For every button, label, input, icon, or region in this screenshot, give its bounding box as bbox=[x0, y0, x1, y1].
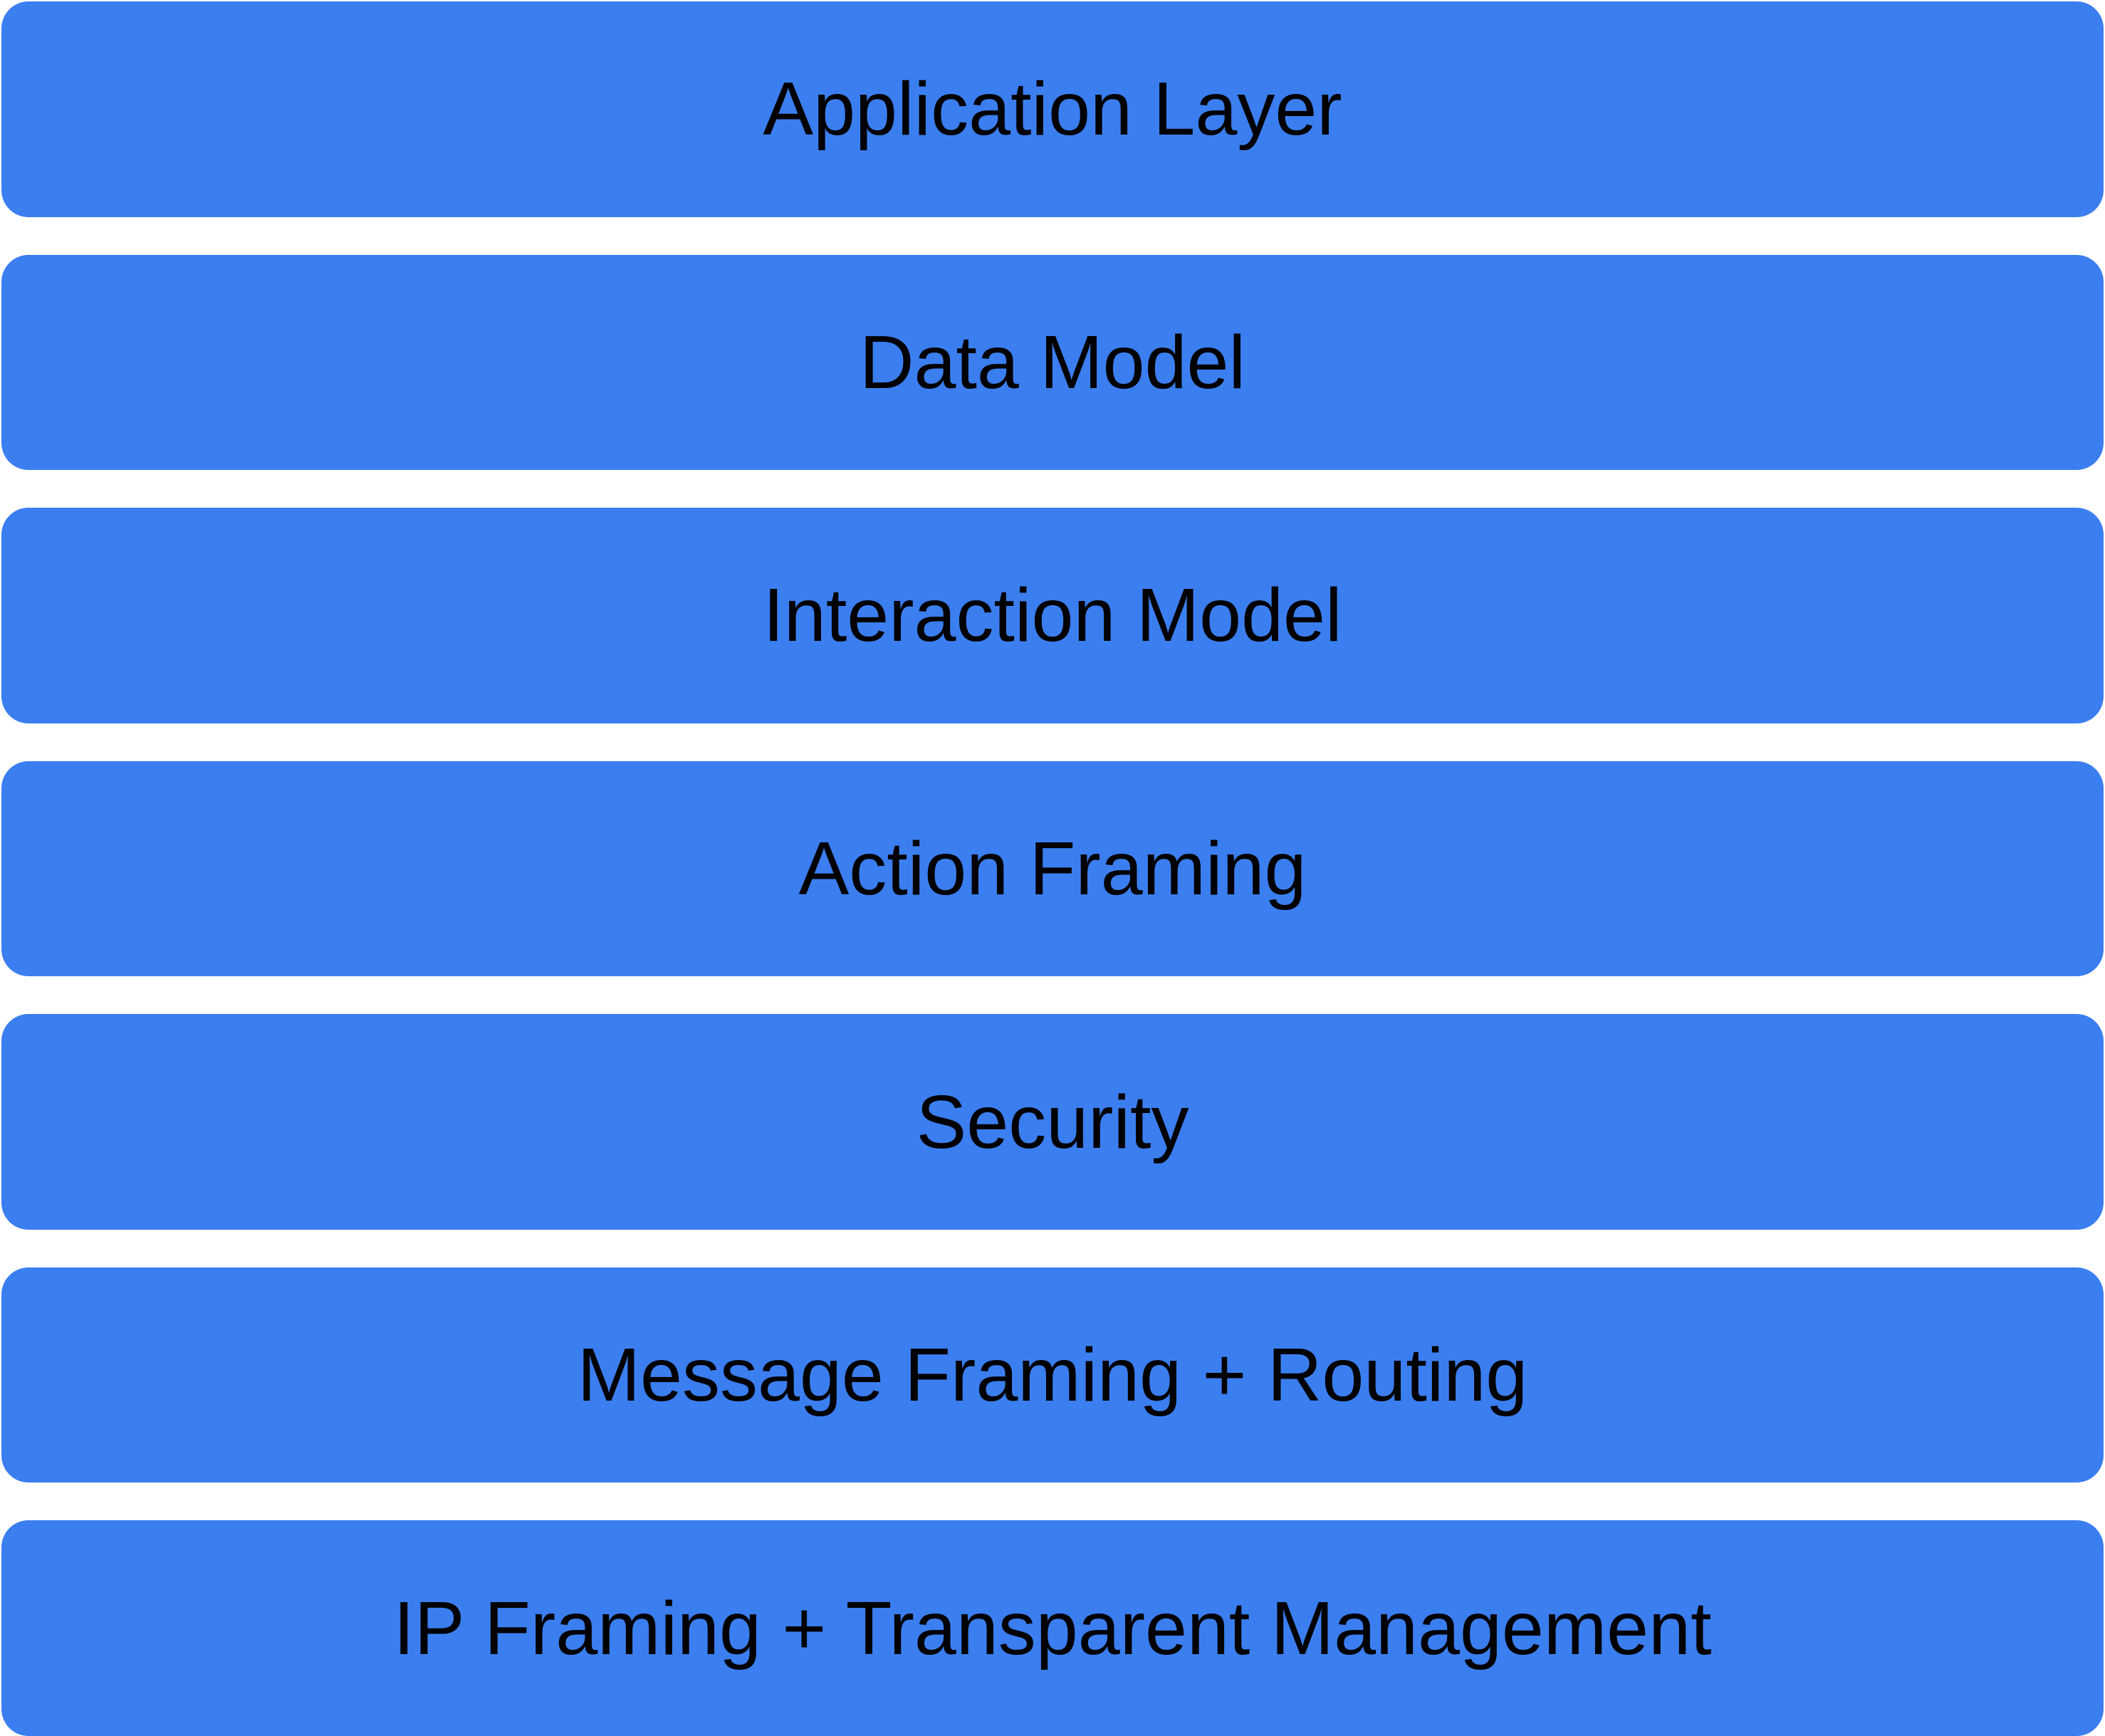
layer-block-data-model: Data Model bbox=[1, 254, 2104, 471]
layer-label: Application Layer bbox=[763, 67, 1342, 152]
layer-block-interaction-model: Interaction Model bbox=[1, 508, 2104, 723]
layer-block-action-framing: Action Framing bbox=[1, 760, 2104, 977]
layer-label: IP Framing + Transparent Management bbox=[393, 1586, 1712, 1670]
layer-label: Data Model bbox=[859, 320, 1246, 404]
layer-label: Security bbox=[916, 1079, 1189, 1164]
layer-block-ip-framing-transparent-management: IP Framing + Transparent Management bbox=[1, 1520, 2104, 1736]
layer-block-security: Security bbox=[1, 1014, 2104, 1230]
layer-label: Action Framing bbox=[798, 827, 1307, 911]
layer-label: Interaction Model bbox=[763, 573, 1342, 658]
layer-label: Message Framing + Routing bbox=[577, 1333, 1528, 1418]
layer-block-application-layer: Application Layer bbox=[1, 1, 2104, 217]
layer-block-message-framing-routing: Message Framing + Routing bbox=[1, 1267, 2104, 1483]
